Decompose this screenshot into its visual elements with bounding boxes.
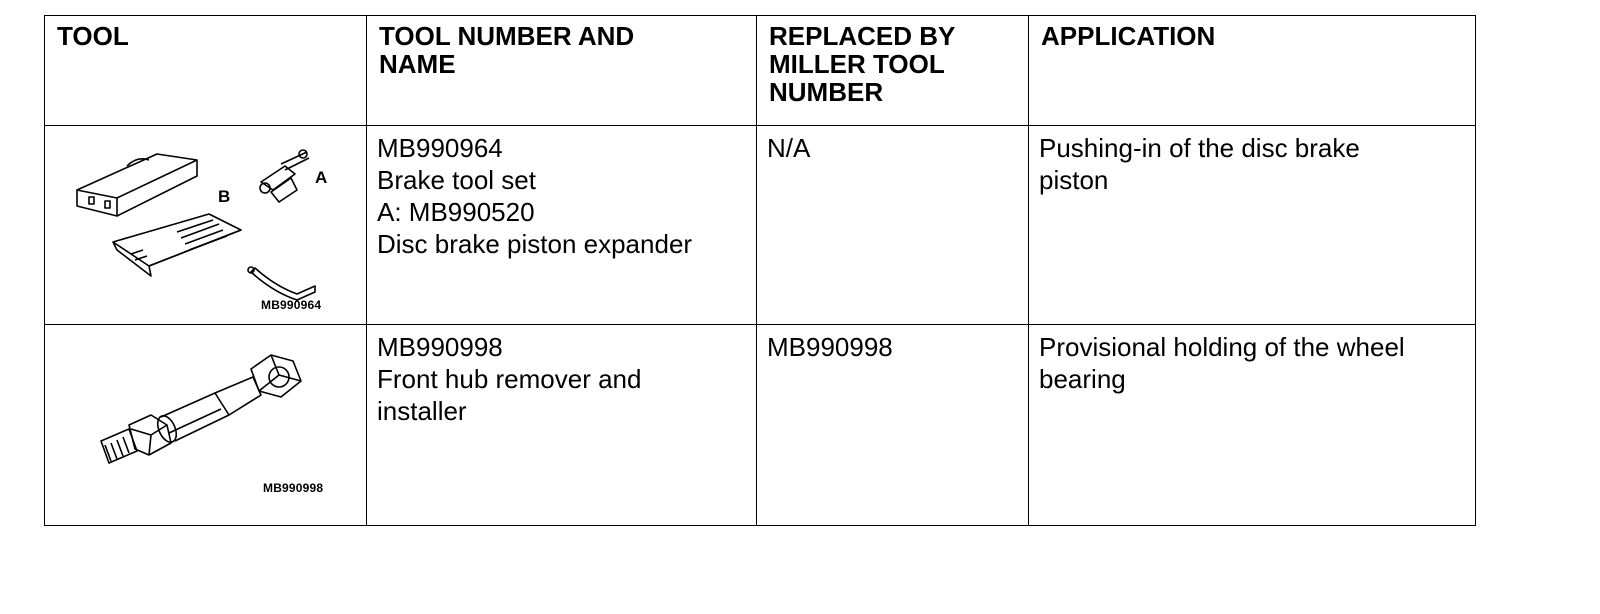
tool-number-cell: MB990964 Brake tool set A: MB990520 Disc… xyxy=(366,125,757,325)
replaced-by-cell: N/A xyxy=(756,125,1029,325)
illustration-caption: MB990998 xyxy=(263,481,324,495)
label-b: B xyxy=(218,187,230,206)
application-cell: Provisional holding of the wheel bearing xyxy=(1028,324,1476,526)
tool-illustration-cell: A B MB990964 xyxy=(44,125,367,325)
header-replaced-by-miller: REPLACED BY MILLER TOOL NUMBER xyxy=(756,15,1029,126)
front-hub-remover-illustration xyxy=(100,354,302,464)
header-application: APPLICATION xyxy=(1028,15,1476,126)
header-tool: TOOL xyxy=(44,15,367,126)
tool-number-cell: MB990998 Front hub remover and installer xyxy=(366,324,757,526)
brake-tool-set-illustration: A B xyxy=(76,149,327,301)
label-a: A xyxy=(315,168,327,187)
header-row: TOOL TOOL NUMBER AND NAME REPLACED BY MI… xyxy=(44,15,1476,126)
illustration-caption: MB990964 xyxy=(261,298,322,312)
header-tool-number-and-name: TOOL NUMBER AND NAME xyxy=(366,15,757,126)
application-cell: Pushing-in of the disc brake piston xyxy=(1028,125,1476,325)
table-row: MB990998 MB990998 Front hub remover and … xyxy=(44,324,1476,526)
tool-illustration-cell: MB990998 xyxy=(44,324,367,526)
replaced-by-cell: MB990998 xyxy=(756,324,1029,526)
special-tools-table: TOOL TOOL NUMBER AND NAME REPLACED BY MI… xyxy=(44,15,1476,526)
table-row: A B MB990964 MB990964 Brake tool set A: … xyxy=(44,125,1476,325)
